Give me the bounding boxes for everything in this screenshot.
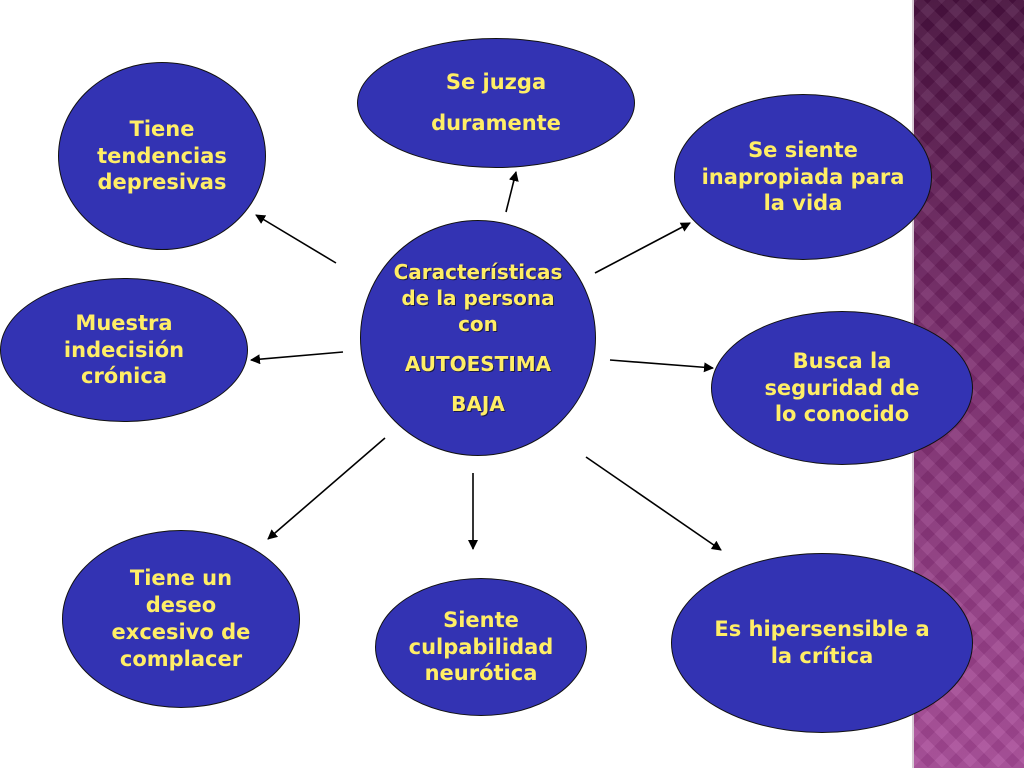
- node-depresivas-line: depresivas: [97, 170, 227, 195]
- node-culpabilidad-line: Siente: [443, 607, 519, 632]
- arrow-to-seguridad: [609, 359, 714, 373]
- center-line-2: de la persona: [401, 286, 555, 310]
- node-seguridad-line: lo conocido: [774, 402, 910, 427]
- node-culpabilidad-line: culpabilidad: [408, 634, 554, 659]
- arrow-to-critica: [585, 456, 722, 551]
- node-indecision-line: crónica: [81, 364, 167, 389]
- arrow-to-juzga: [505, 171, 519, 213]
- center-line-3: con: [458, 312, 498, 336]
- node-culpabilidad: Siente culpabilidad neurótica: [375, 578, 587, 716]
- arrow-to-inapropiada: [594, 222, 691, 274]
- node-critica-line: la crítica: [770, 644, 874, 668]
- node-indecision-line: Muestra: [75, 310, 173, 335]
- central-node: Características de la persona con AUTOES…: [360, 220, 596, 456]
- center-line-1: Características: [393, 260, 563, 284]
- node-indecision-line: indecisión: [63, 337, 185, 362]
- arrow-to-complacer: [267, 437, 386, 540]
- node-critica-line: Es hipersensible a: [714, 617, 930, 642]
- node-inapropiada: Se siente inapropiada para la vida: [674, 94, 932, 260]
- node-complacer: Tiene un deseo excesivo de complacer: [62, 530, 300, 708]
- node-culpabilidad-line: neurótica: [424, 661, 538, 686]
- node-seguridad: Busca la seguridad de lo conocido: [711, 311, 973, 465]
- node-juzga-line: Se juzga: [445, 70, 547, 95]
- node-complacer-line: Tiene un: [129, 566, 233, 591]
- center-line-5: BAJA: [451, 392, 505, 416]
- node-seguridad-line: seguridad de: [764, 375, 920, 400]
- center-line-4: AUTOESTIMA: [404, 352, 552, 376]
- node-complacer-line: deseo: [145, 593, 217, 618]
- node-critica: Es hipersensible a la crítica: [671, 553, 973, 733]
- node-juzga: Se juzga duramente: [357, 38, 635, 168]
- node-inapropiada-line: Se siente: [748, 137, 858, 162]
- node-seguridad-line: Busca la: [792, 348, 892, 373]
- node-depresivas-line: Tiene: [129, 116, 195, 141]
- arrow-to-indecision: [250, 351, 344, 365]
- node-depresivas: Tiene tendencias depresivas: [58, 62, 266, 250]
- node-complacer-line: complacer: [119, 646, 243, 671]
- node-inapropiada-line: inapropiada para: [701, 164, 905, 189]
- arrow-to-depresivas: [255, 214, 337, 264]
- node-indecision: Muestra indecisión crónica: [0, 278, 248, 422]
- node-complacer-line: excesivo de: [111, 620, 251, 644]
- node-juzga-line: duramente: [431, 111, 561, 135]
- arrows-layer: [250, 171, 722, 551]
- node-inapropiada-line: la vida: [763, 191, 843, 216]
- node-depresivas-line: tendencias: [97, 143, 227, 168]
